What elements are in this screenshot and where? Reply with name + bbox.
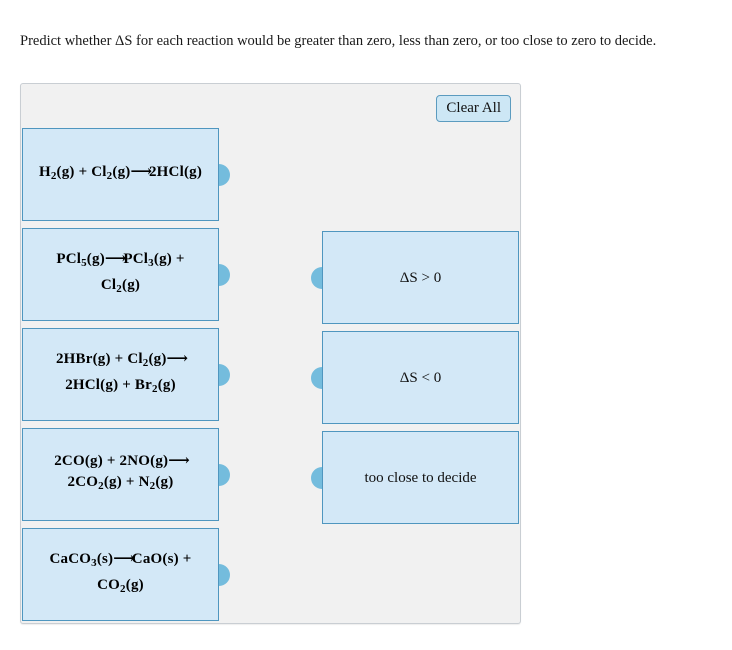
page-title: Predict whether ΔS for each reaction wou… xyxy=(20,33,657,49)
reaction-arrow-icon: ⟶ xyxy=(130,163,151,180)
connector-nub-icon[interactable] xyxy=(311,466,322,489)
reaction-caco3-decomposition[interactable]: CaCO3(s)⟶CaO(s) +CO2(g) xyxy=(22,528,230,621)
reaction-co-no[interactable]: 2CO(g) + 2NO(g)⟶2CO2(g) + N2(g) xyxy=(22,428,230,521)
target-ds-negative[interactable]: ΔS < 0 xyxy=(311,331,519,424)
reaction-equation: 2HBr(g) + Cl2(g)⟶2HCl(g) + Br2(g) xyxy=(55,351,188,395)
reaction-arrow-icon: ⟶ xyxy=(168,453,189,470)
clear-all-button[interactable]: Clear All xyxy=(436,95,511,122)
reaction-equation: 2CO(g) + 2NO(g)⟶2CO2(g) + N2(g) xyxy=(54,453,189,493)
connector-nub-icon[interactable] xyxy=(219,263,230,286)
matching-panel: Clear All H2(g) + Cl2(g)⟶2HCl(g) PCl5(g)⟶… xyxy=(20,83,521,624)
reaction-hcl-synthesis[interactable]: H2(g) + Cl2(g)⟶2HCl(g) xyxy=(22,128,230,221)
reaction-column: H2(g) + Cl2(g)⟶2HCl(g) PCl5(g)⟶PCl3(g) +C… xyxy=(22,128,230,621)
reaction-pcl5-decomposition[interactable]: PCl5(g)⟶PCl3(g) +Cl2(g) xyxy=(22,228,230,321)
connector-nub-icon[interactable] xyxy=(219,463,230,486)
connector-nub-icon[interactable] xyxy=(219,363,230,386)
reaction-equation: CaCO3(s)⟶CaO(s) +CO2(g) xyxy=(49,551,192,595)
target-column: ΔS > 0 ΔS < 0 too close to decide xyxy=(311,231,520,524)
connector-nub-icon[interactable] xyxy=(311,266,322,289)
target-label: too close to decide xyxy=(364,469,477,486)
target-label: ΔS > 0 xyxy=(399,269,442,286)
reaction-equation: PCl5(g)⟶PCl3(g) +Cl2(g) xyxy=(56,251,185,295)
reaction-hbr-cl2[interactable]: 2HBr(g) + Cl2(g)⟶2HCl(g) + Br2(g) xyxy=(22,328,230,421)
reaction-arrow-icon: ⟶ xyxy=(166,351,188,368)
reaction-arrow-icon: ⟶ xyxy=(113,551,134,568)
connector-nub-icon[interactable] xyxy=(219,163,230,186)
connector-nub-icon[interactable] xyxy=(219,563,230,586)
reaction-arrow-icon: ⟶ xyxy=(104,251,126,268)
target-ds-positive[interactable]: ΔS > 0 xyxy=(311,231,519,324)
target-too-close[interactable]: too close to decide xyxy=(311,431,519,524)
reaction-equation: H2(g) + Cl2(g)⟶2HCl(g) xyxy=(38,163,203,183)
target-label: ΔS < 0 xyxy=(399,369,442,386)
connector-nub-icon[interactable] xyxy=(311,366,322,389)
